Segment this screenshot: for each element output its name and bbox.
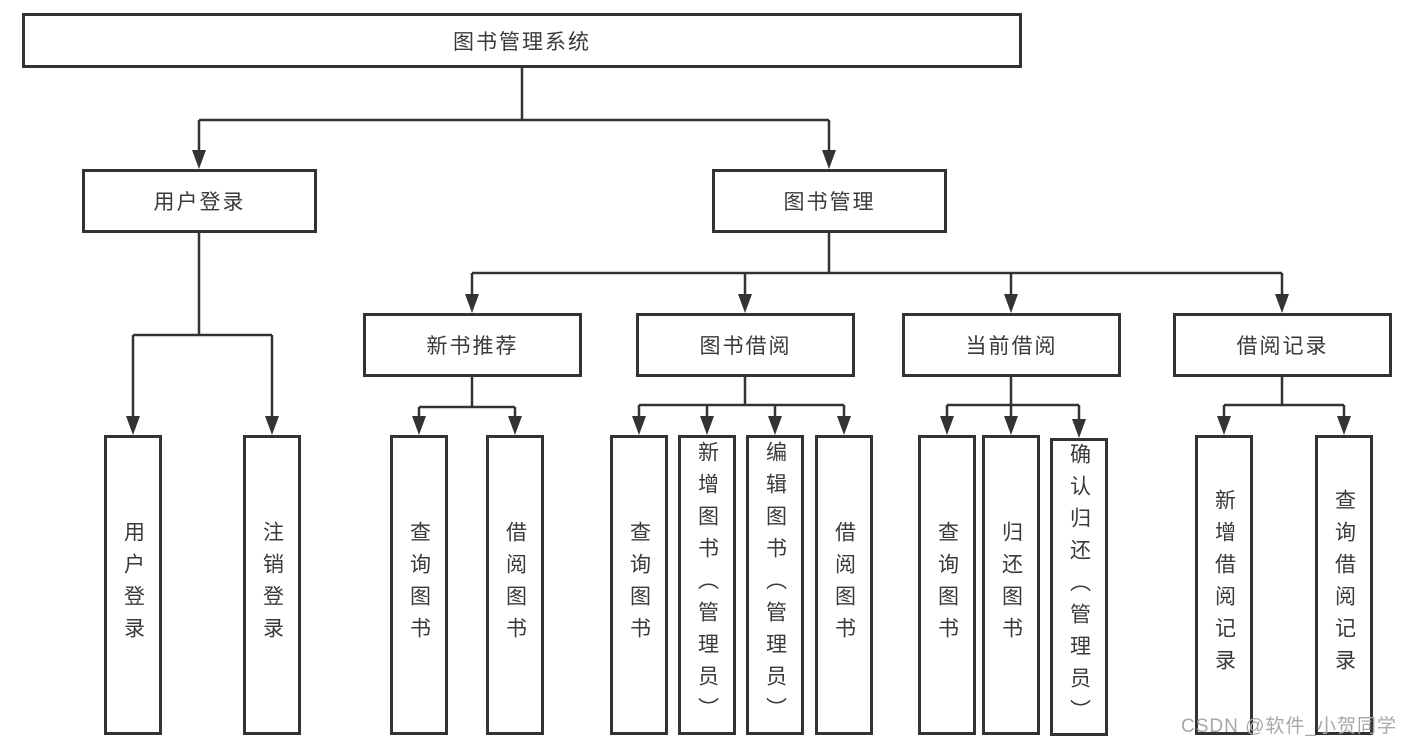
node-borrow-records: 借阅记录 (1173, 313, 1392, 377)
leaf-records-query-record: 查询借阅记录 (1315, 435, 1373, 735)
leaf-borrow-add-books: 新增图书（管理员） (678, 435, 736, 735)
node-new-book-recommend-label: 新书推荐 (426, 335, 519, 358)
node-current-borrow-label: 当前借阅 (965, 335, 1058, 358)
leaf-current-return-books-label: 归还图书 (999, 521, 1023, 649)
leaf-current-confirm-return: 确认归还（管理员） (1050, 438, 1108, 736)
node-book-borrow-label: 图书借阅 (699, 335, 792, 358)
leaf-records-add-record: 新增借阅记录 (1195, 435, 1253, 735)
leaf-recommend-borrow-books-label: 借阅图书 (503, 521, 527, 649)
leaf-recommend-query-books-label: 查询图书 (407, 521, 431, 649)
leaf-borrow-query-books-label: 查询图书 (627, 521, 651, 649)
node-user-login: 用户登录 (82, 169, 317, 233)
leaf-current-query-books-label: 查询图书 (935, 521, 959, 649)
node-user-login-label: 用户登录 (153, 191, 246, 214)
leaf-logout: 注销登录 (243, 435, 301, 735)
node-book-borrow: 图书借阅 (636, 313, 855, 377)
leaf-current-return-books: 归还图书 (982, 435, 1040, 735)
node-system-root-label: 图书管理系统 (453, 30, 591, 54)
leaf-borrow-borrow-books: 借阅图书 (815, 435, 873, 735)
leaf-borrow-query-books: 查询图书 (610, 435, 668, 735)
leaf-records-query-record-label: 查询借阅记录 (1332, 489, 1356, 681)
leaf-current-query-books: 查询图书 (918, 435, 976, 735)
leaf-borrow-edit-books: 编辑图书（管理员） (746, 435, 804, 735)
node-new-book-recommend: 新书推荐 (363, 313, 582, 377)
leaf-borrow-add-books-label: 新增图书（管理员） (695, 441, 719, 729)
leaf-recommend-query-books: 查询图书 (390, 435, 448, 735)
node-borrow-records-label: 借阅记录 (1236, 335, 1329, 358)
leaf-recommend-borrow-books: 借阅图书 (486, 435, 544, 735)
watermark: CSDN @软件_小贺同学 (1181, 716, 1397, 737)
leaf-user-login: 用户登录 (104, 435, 162, 735)
leaf-logout-label: 注销登录 (260, 521, 284, 649)
node-book-management: 图书管理 (712, 169, 947, 233)
leaf-user-login-label: 用户登录 (121, 521, 145, 649)
node-book-management-label: 图书管理 (783, 191, 876, 214)
node-current-borrow: 当前借阅 (902, 313, 1121, 377)
leaf-current-confirm-return-label: 确认归还（管理员） (1067, 443, 1091, 731)
leaf-borrow-borrow-books-label: 借阅图书 (832, 521, 856, 649)
node-system-root: 图书管理系统 (22, 13, 1022, 68)
leaf-records-add-record-label: 新增借阅记录 (1212, 489, 1236, 681)
leaf-borrow-edit-books-label: 编辑图书（管理员） (763, 441, 787, 729)
arrowheads (126, 150, 1351, 438)
